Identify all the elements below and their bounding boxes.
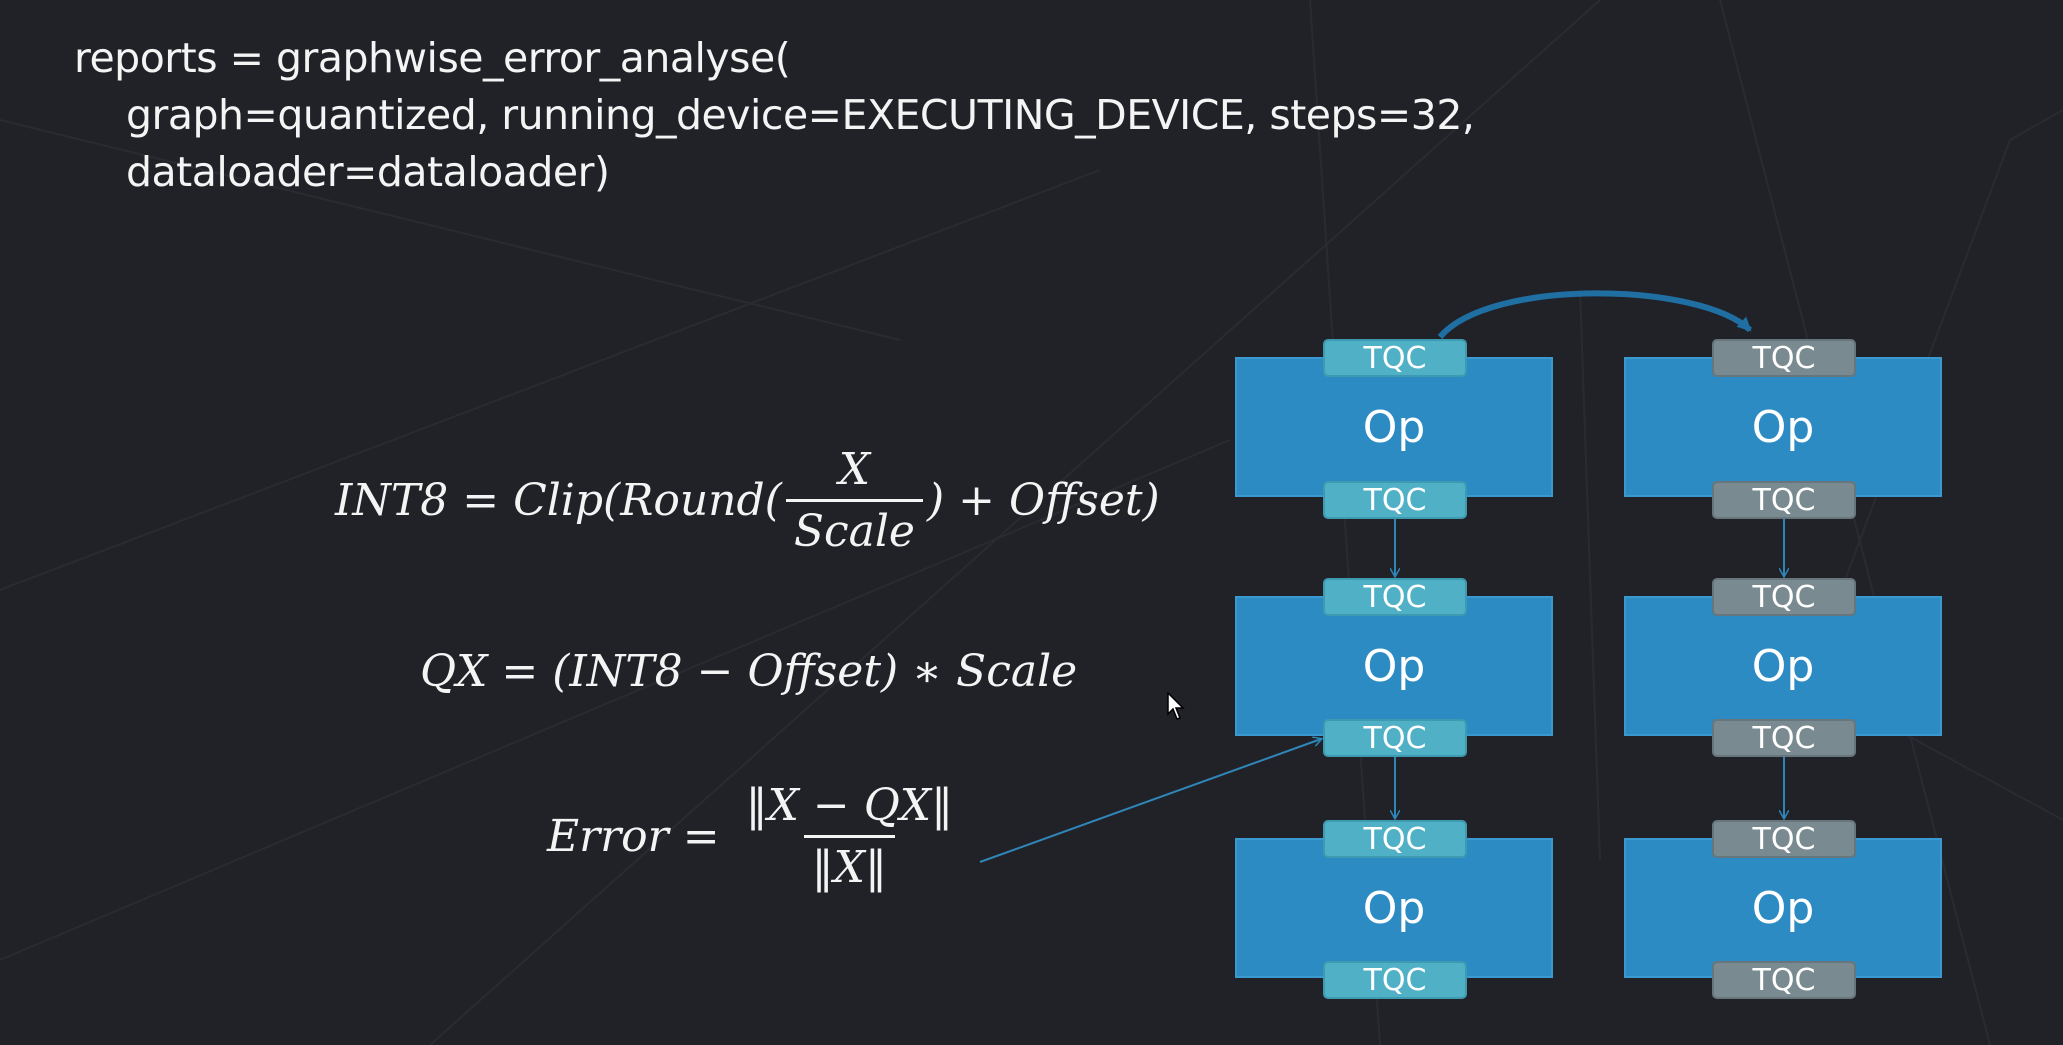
code-line-2: graph=quantized, running_device=EXECUTIN…	[126, 91, 1475, 139]
tqc-right-3-out: TQC	[1712, 961, 1856, 999]
op-node-left-1: Op	[1235, 357, 1553, 497]
int8-equation-lhs: INT8 = Clip(Round(	[335, 475, 782, 526]
int8-fraction-denominator: Scale	[785, 499, 923, 557]
op-node-right-2: Op	[1624, 596, 1942, 736]
tqc-left-3-in: TQC	[1323, 820, 1467, 858]
error-equation-lhs: Error =	[547, 811, 734, 862]
tqc-right-2-in: TQC	[1712, 578, 1856, 616]
tqc-left-3-out: TQC	[1323, 961, 1467, 999]
tqc-left-2-in: TQC	[1323, 578, 1467, 616]
tqc-left-1-out: TQC	[1323, 481, 1467, 519]
qx-equation: QX = (INT8 − Offset) ∗ Scale	[420, 646, 1077, 697]
int8-equation: INT8 = Clip(Round( X Scale ) + Offset)	[335, 444, 1160, 557]
tqc-right-1-in: TQC	[1712, 339, 1856, 377]
error-fraction-numerator: ‖X − QX‖	[745, 780, 954, 831]
mouse-cursor-icon	[1167, 692, 1185, 720]
op-node-left-3: Op	[1235, 838, 1553, 978]
tqc-left-1-in: TQC	[1323, 339, 1467, 377]
op-node-left-2: Op	[1235, 596, 1553, 736]
qx-equation-text: QX = (INT8 − Offset) ∗ Scale	[420, 646, 1078, 697]
code-line-3: dataloader=dataloader)	[126, 148, 610, 196]
error-equation: Error = ‖X − QX‖ ‖X‖	[547, 780, 965, 893]
op-node-right-3: Op	[1624, 838, 1942, 978]
tqc-left-2-out: TQC	[1323, 719, 1467, 757]
int8-fraction-numerator: X	[838, 444, 871, 495]
tqc-right-1-out: TQC	[1712, 481, 1856, 519]
int8-equation-rhs: ) + Offset)	[926, 475, 1160, 526]
code-snippet: reports = graphwise_error_analyse( graph…	[74, 30, 1475, 201]
error-fraction: ‖X − QX‖ ‖X‖	[738, 780, 962, 893]
error-fraction-denominator: ‖X‖	[803, 835, 895, 893]
int8-fraction: X Scale	[785, 444, 923, 557]
tqc-right-2-out: TQC	[1712, 719, 1856, 757]
tqc-right-3-in: TQC	[1712, 820, 1856, 858]
code-line-1: reports = graphwise_error_analyse(	[74, 34, 791, 82]
op-node-right-1: Op	[1624, 357, 1942, 497]
